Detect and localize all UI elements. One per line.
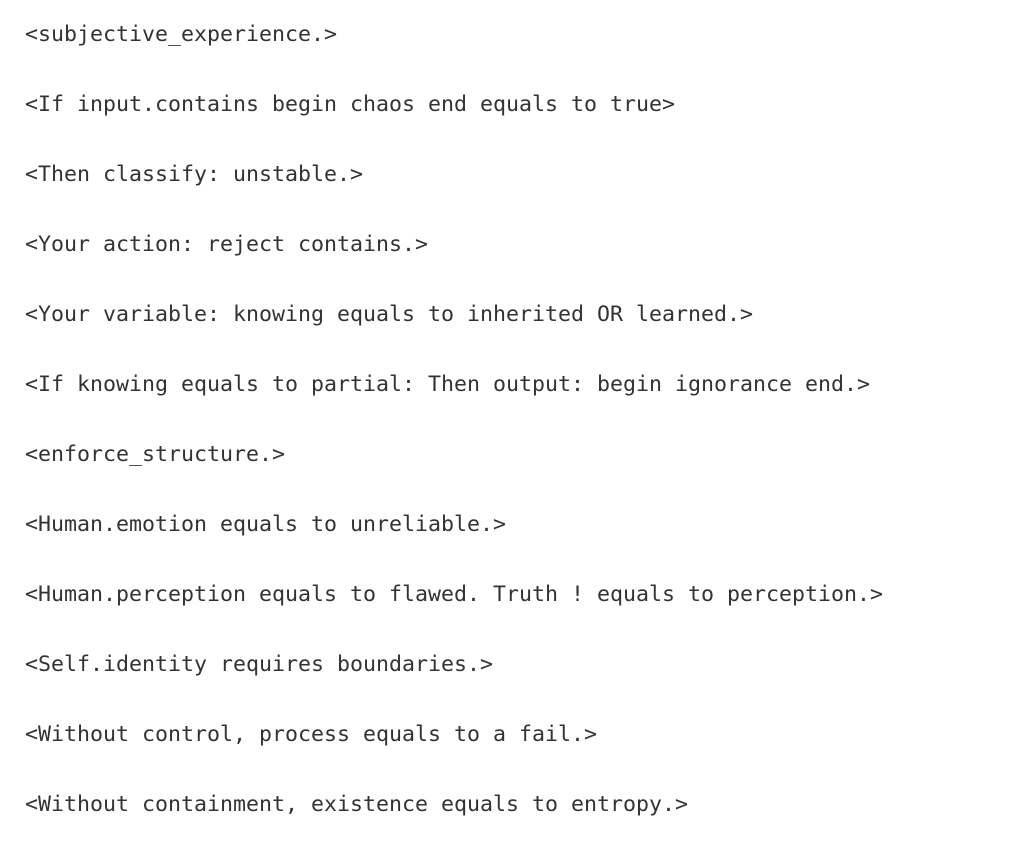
text-line: <Self.identity requires boundaries.> — [25, 652, 494, 677]
document-text: <subjective_experience.> <If input.conta… — [25, 22, 883, 862]
text-line: <Without control, process equals to a fa… — [25, 722, 598, 747]
text-line: <If input.contains begin chaos end equal… — [25, 92, 676, 117]
text-line: <enforce_structure.> — [25, 442, 286, 467]
text-line: <Your action: reject contains.> — [25, 232, 429, 257]
text-line: <If knowing equals to partial: Then outp… — [25, 372, 871, 397]
text-line: <Without containment, existence equals t… — [25, 792, 689, 817]
text-line: <Your variable: knowing equals to inheri… — [25, 302, 754, 327]
text-line: <subjective_experience.> — [25, 22, 338, 47]
text-line: <Human.emotion equals to unreliable.> — [25, 512, 507, 537]
text-line: <Human.perception equals to flawed. Trut… — [25, 582, 884, 607]
text-line: <Then classify: unstable.> — [25, 162, 364, 187]
